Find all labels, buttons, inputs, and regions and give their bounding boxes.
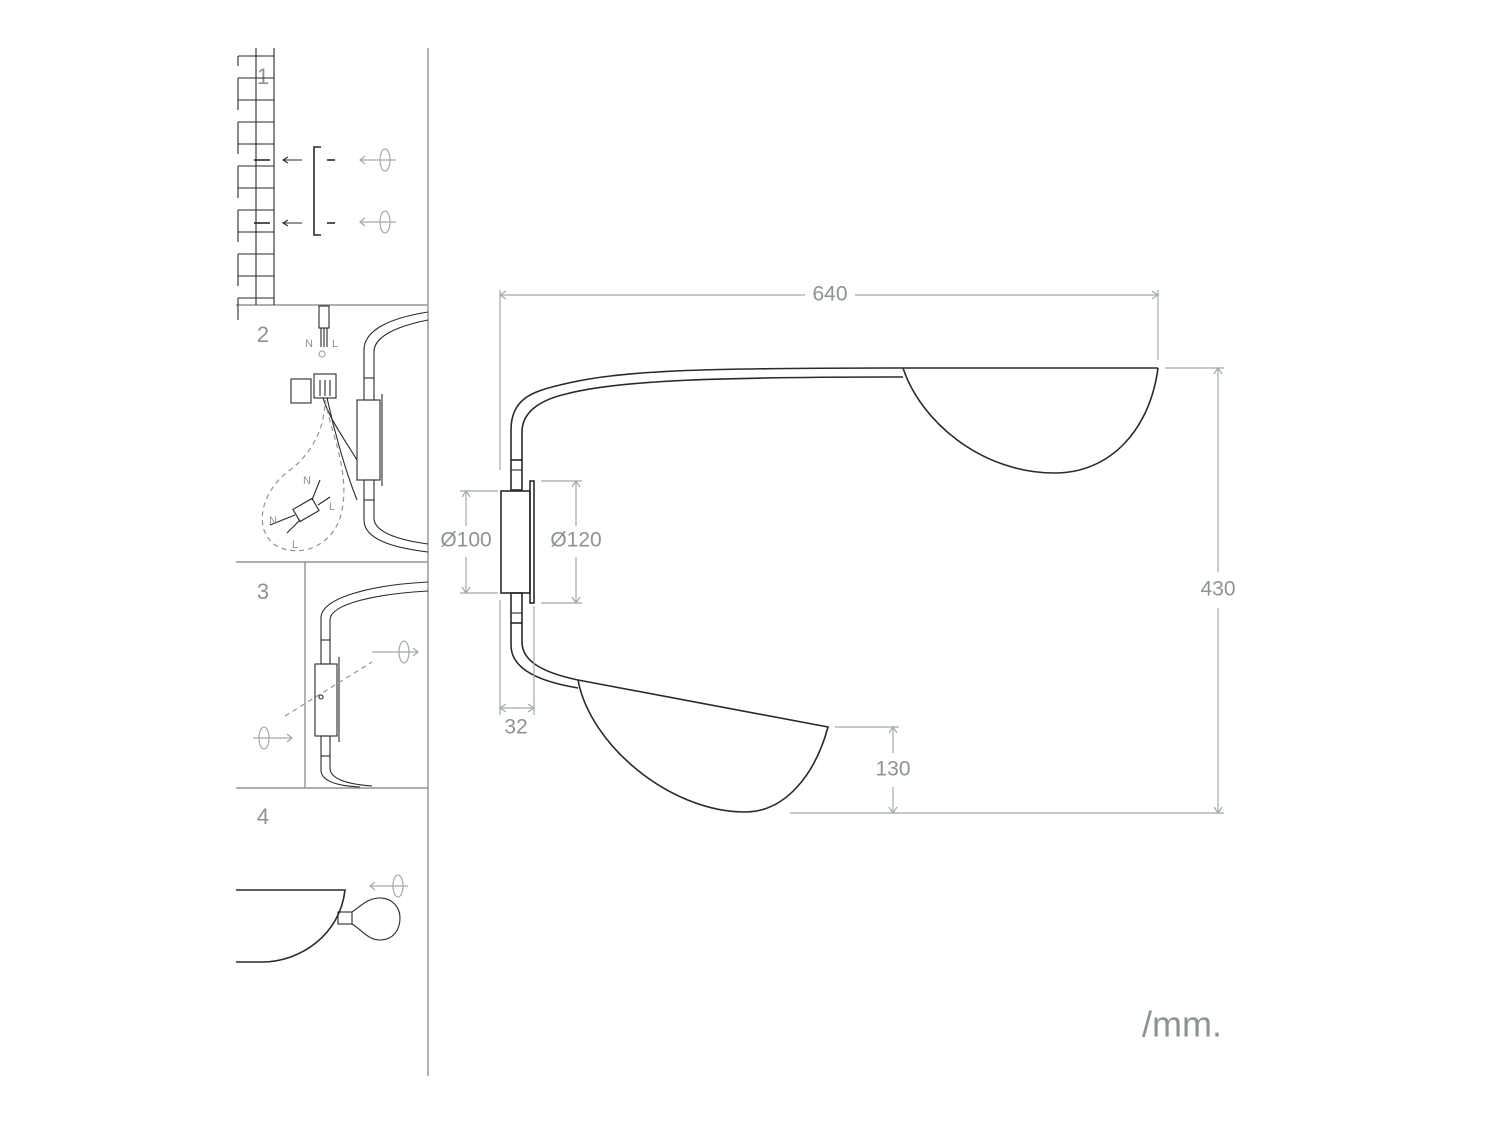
canopy-small-label: Ø100 bbox=[440, 529, 491, 552]
shade-height-label: 130 bbox=[875, 758, 910, 781]
lamp-mounting-icon bbox=[314, 581, 429, 788]
rotate-bulb-icon bbox=[369, 874, 408, 898]
rotate-screw-icon bbox=[359, 148, 396, 234]
wire-connector-detail-icon bbox=[269, 479, 331, 534]
dimension-height bbox=[790, 366, 1224, 815]
step-3-label: 3 bbox=[257, 579, 269, 604]
dimension-depth bbox=[498, 600, 536, 715]
unit-label: /mm. bbox=[1142, 1004, 1222, 1045]
step-4-label: 4 bbox=[257, 804, 269, 829]
lower-shade bbox=[577, 679, 829, 813]
step-2-label: 2 bbox=[257, 322, 269, 347]
detail-live-label-2: L bbox=[292, 539, 298, 551]
terminal-block-icon bbox=[290, 373, 358, 501]
screw-guide-line bbox=[284, 661, 373, 717]
height-label: 430 bbox=[1200, 578, 1235, 601]
step-3-panel: 3 bbox=[253, 579, 429, 788]
dimension-canopy-small bbox=[460, 489, 498, 595]
wall-bracket-icon bbox=[254, 146, 335, 236]
detail-neutral-label-2: N bbox=[269, 515, 277, 527]
step-1-label: 1 bbox=[257, 64, 269, 89]
step-4-panel: 4 bbox=[236, 804, 408, 963]
neutral-label: N bbox=[305, 338, 313, 350]
detail-neutral-label: N bbox=[303, 475, 311, 487]
step-1-panel: 1 bbox=[237, 48, 396, 320]
width-label: 640 bbox=[812, 283, 847, 306]
wall-plate bbox=[529, 480, 535, 604]
detail-live-label: L bbox=[329, 501, 335, 513]
rotate-screw-icon bbox=[253, 640, 419, 750]
depth-label: 32 bbox=[504, 716, 527, 739]
brick-wall-icon bbox=[237, 48, 275, 320]
detail-callout-outline bbox=[261, 399, 345, 552]
dimension-width bbox=[498, 290, 1160, 470]
step-2-panel: 2 N L N L N L bbox=[257, 305, 429, 553]
mains-cable-icon bbox=[318, 305, 330, 358]
canopy bbox=[500, 490, 531, 594]
light-bulb-icon bbox=[337, 897, 401, 941]
instruction-panels-frame bbox=[236, 48, 429, 1076]
dimension-shade-height bbox=[835, 725, 899, 815]
live-label: L bbox=[332, 338, 338, 350]
lamp-canopy-icon bbox=[356, 311, 429, 553]
wall-lamp-drawing bbox=[500, 367, 1159, 813]
dimension-canopy-large bbox=[541, 479, 582, 605]
upper-shade bbox=[902, 367, 1159, 474]
canopy-large-label: Ø120 bbox=[550, 529, 601, 552]
lamp-shade-icon bbox=[236, 889, 346, 963]
